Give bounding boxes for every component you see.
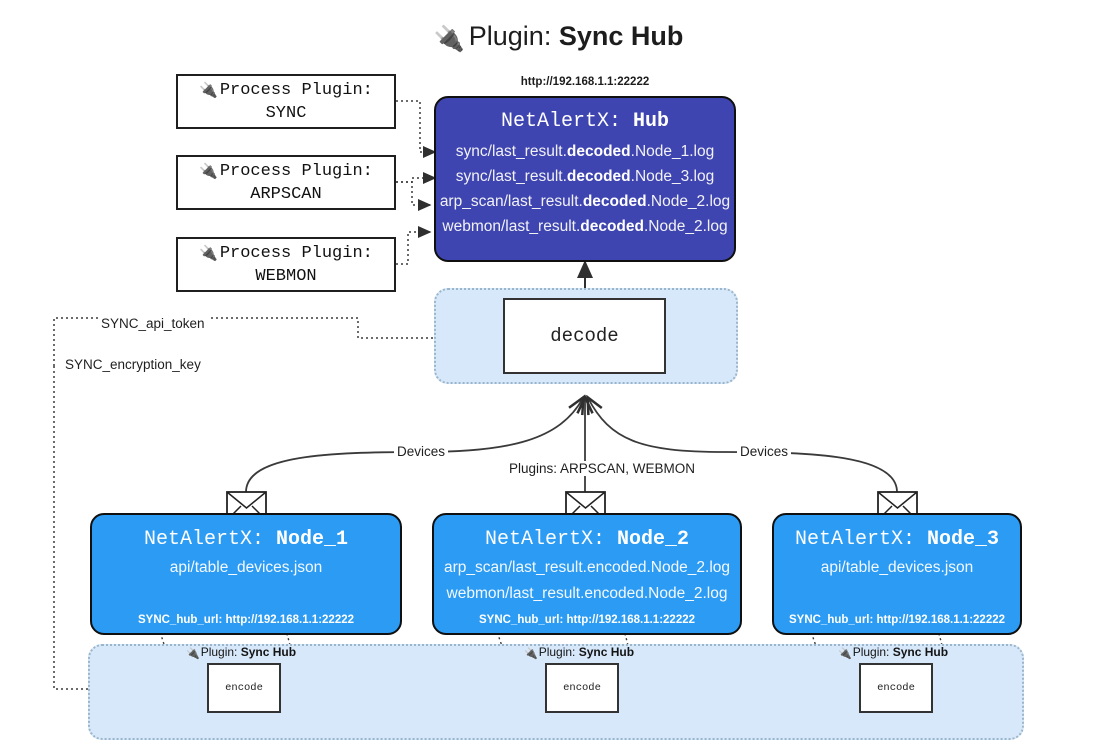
- process-plugin-sync-box[interactable]: 🔌Process Plugin: SYNC: [176, 74, 396, 129]
- hub-log-list: sync/last_result.decoded.Node_1.log sync…: [436, 139, 734, 239]
- encode-box-2[interactable]: encode: [545, 663, 619, 713]
- decode-box[interactable]: decode: [503, 298, 666, 374]
- node-3-title: NetAlertX: Node_3: [794, 528, 1000, 551]
- page-title: 🔌Plugin: Sync Hub: [0, 14, 1117, 61]
- plug-icon: 🔌: [199, 161, 218, 180]
- process-plugin-arpscan-line2: ARPSCAN: [250, 184, 322, 204]
- plug-icon: 🔌: [186, 648, 200, 660]
- hub-log-line: arp_scan/last_result.decoded.Node_2.log: [439, 193, 731, 210]
- plug-icon: 🔌: [838, 648, 852, 660]
- hub-title: NetAlertX: Hub: [500, 110, 670, 133]
- title-name: Sync Hub: [558, 21, 684, 51]
- hub-box[interactable]: NetAlertX: Hub sync/last_result.decoded.…: [434, 96, 736, 262]
- node-3-footer: SYNC_hub_url: http://192.168.1.1:22222: [788, 614, 1006, 626]
- hub-log-line: sync/last_result.decoded.Node_1.log: [455, 143, 715, 160]
- hub-log-line: sync/last_result.decoded.Node_3.log: [455, 168, 715, 185]
- sync-api-token-label: SYNC_api_token: [98, 316, 208, 331]
- title-prefix: Plugin:: [468, 21, 552, 51]
- node-1-line: api/table_devices.json: [169, 559, 323, 576]
- node-2-line: arp_scan/last_result.encoded.Node_2.log: [443, 559, 731, 576]
- plugins-center-label: Plugins: ARPSCAN, WEBMON: [506, 461, 699, 476]
- process-plugin-arpscan-box[interactable]: 🔌Process Plugin: ARPSCAN: [176, 155, 396, 210]
- node-3-line: api/table_devices.json: [820, 559, 974, 576]
- process-plugin-webmon-box[interactable]: 🔌Process Plugin: WEBMON: [176, 237, 396, 292]
- node-2-title: NetAlertX: Node_2: [484, 528, 690, 551]
- node-2-box[interactable]: NetAlertX: Node_2 arp_scan/last_result.e…: [432, 513, 742, 635]
- plug-icon: 🔌: [199, 243, 218, 262]
- process-plugin-webmon-line2: WEBMON: [255, 266, 317, 286]
- plug-icon: 🔌: [199, 80, 218, 99]
- node-2-footer: SYNC_hub_url: http://192.168.1.1:22222: [478, 614, 696, 626]
- encoder-2-plugin-label: 🔌Plugin: Sync Hub: [524, 645, 635, 660]
- encoder-1-plugin-label: 🔌Plugin: Sync Hub: [186, 645, 297, 660]
- devices-left-label: Devices: [394, 444, 449, 459]
- node-1-box[interactable]: NetAlertX: Node_1 api/table_devices.json…: [90, 513, 402, 635]
- plug-icon: 🔌: [433, 25, 465, 53]
- sync-encryption-key-label: SYNC_encryption_key: [62, 357, 204, 372]
- process-plugin-sync-line2: SYNC: [265, 103, 307, 123]
- process-plugin-arpscan-line1: 🔌Process Plugin:: [199, 161, 373, 181]
- devices-right-label: Devices: [737, 444, 792, 459]
- hub-log-line: webmon/last_result.decoded.Node_2.log: [442, 218, 728, 235]
- plug-icon: 🔌: [524, 648, 538, 660]
- hub-url-label: http://192.168.1.1:22222: [520, 76, 650, 88]
- node-3-box[interactable]: NetAlertX: Node_3 api/table_devices.json…: [772, 513, 1022, 635]
- encode-box-3[interactable]: encode: [859, 663, 933, 713]
- node-1-title: NetAlertX: Node_1: [143, 528, 349, 551]
- encode-box-1[interactable]: encode: [207, 663, 281, 713]
- process-plugin-webmon-line1: 🔌Process Plugin:: [199, 243, 373, 263]
- node-2-line: webmon/last_result.encoded.Node_2.log: [446, 585, 728, 602]
- node-1-footer: SYNC_hub_url: http://192.168.1.1:22222: [137, 614, 355, 626]
- process-plugin-sync-line1: 🔌Process Plugin:: [199, 80, 373, 100]
- encoder-3-plugin-label: 🔌Plugin: Sync Hub: [838, 645, 949, 660]
